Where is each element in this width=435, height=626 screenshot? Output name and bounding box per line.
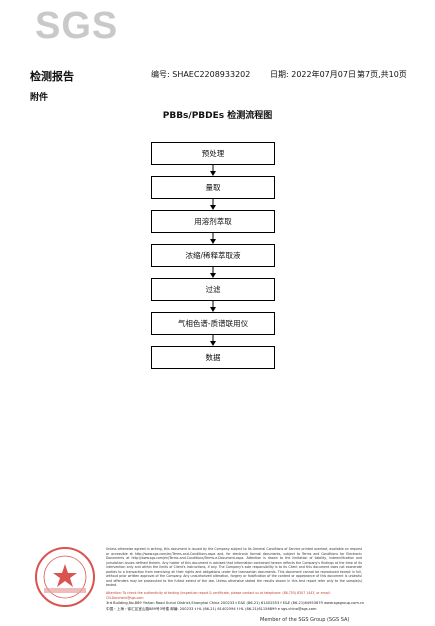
sgs-member-line: Member of the SGS Group (SGS SA): [260, 617, 350, 623]
flow-step-gc-ms: 气相色谱-质谱联用仪: [151, 312, 275, 335]
annex-label: 附件: [30, 93, 49, 103]
address-chinese: 中国・上海・徐汇区宜山路889号3号楼 邮编: 200233 t HL (86-…: [106, 607, 317, 611]
document-type: 检测报告: [30, 70, 74, 83]
flow-step-concentrate-dilute: 浓缩/稀释萃取液: [151, 244, 275, 267]
flow-step-data: 数据: [151, 346, 275, 369]
page-info: 第7页,共10页: [357, 70, 407, 79]
flowchart-title: PBBs/PBDEs 检测流程图: [162, 111, 273, 121]
report-number: 编号: SHAEC2208933202: [151, 70, 251, 79]
sgs-logo: SGS: [35, 5, 119, 47]
report-date: 日期: 2022年07月07日: [270, 70, 356, 79]
authenticity-notice: Attention: To check the authenticity of …: [106, 591, 331, 600]
flow-step-filter: 过滤: [151, 278, 275, 301]
terms-disclaimer: Unless otherwise agreed in writing, this…: [106, 547, 362, 587]
flow-step-measure: 量取: [151, 176, 275, 199]
flow-step-pretreatment: 预处理: [151, 142, 275, 165]
address-english: 3rd Building,No.889 Yishan Road Xuhui Di…: [106, 601, 365, 605]
sgs-seal-stamp: [35, 547, 95, 607]
flow-step-solvent-extraction: 用溶剂萃取: [151, 210, 275, 233]
